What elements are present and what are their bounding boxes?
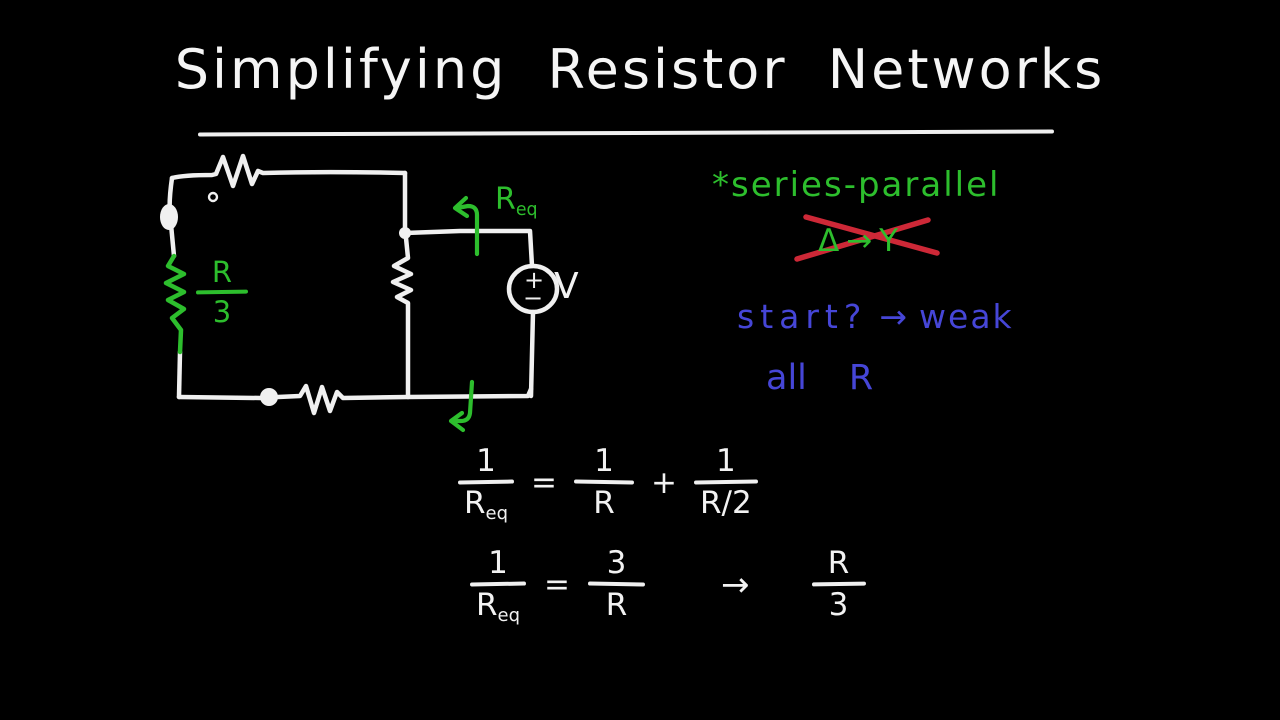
eq1-term1-fraction: 1 R <box>573 443 635 521</box>
eq1-lhs-den-main: R <box>464 485 486 521</box>
left-resistor-label-num: R <box>211 255 233 289</box>
wire-left-lower <box>176 349 183 400</box>
wire-top-with-resistor <box>169 153 408 189</box>
minus-symbol: − <box>523 284 543 312</box>
plus-symbol: + <box>524 266 544 294</box>
left-resistor-label: R 3 <box>195 255 249 329</box>
eq2-result-den: 3 <box>828 587 849 623</box>
resistor-left-green <box>163 253 187 355</box>
eq1-lhs-den: Req <box>458 484 514 523</box>
eq1-term1-den: R <box>593 485 615 521</box>
eq2-arrow-icon: → <box>721 564 750 605</box>
eq2-result-fraction: R 3 <box>811 545 866 623</box>
wire-bottom-with-resistor <box>176 383 534 416</box>
eq2-equals: = <box>544 566 570 603</box>
wire-right-top <box>402 228 535 269</box>
req-label-main: R <box>495 182 516 217</box>
wire-right-lower <box>528 309 536 399</box>
eq1-term1-bar <box>573 479 635 485</box>
eq2-lhs-den-sub: eq <box>497 605 521 627</box>
node-dot-bottom <box>260 388 278 406</box>
bottom-current-arrow-icon <box>448 379 475 433</box>
eq2-rhs-num: 3 <box>606 545 627 581</box>
eq1-plus: + <box>651 464 677 501</box>
page-title: Simplifying Resistor Networks <box>174 38 1106 101</box>
note-series-parallel: *series-parallel <box>712 165 1001 205</box>
left-resistor-label-den: 3 <box>212 295 232 329</box>
note-weak: weak <box>919 297 1014 336</box>
red-cross-icon <box>794 214 940 262</box>
equation-1: 1 Req = 1 R + 1 R/2 <box>457 443 758 523</box>
voltage-label: V <box>554 266 579 307</box>
note-delta-y: Δ→Y <box>818 223 906 259</box>
eq2-rhs-fraction: 3 R <box>587 545 646 623</box>
note-start: start? <box>737 297 868 336</box>
req-label-sub: eq <box>515 200 538 221</box>
eq1-term2-fraction: 1 R/2 <box>693 443 758 521</box>
eq1-term2-num: 1 <box>715 443 736 479</box>
eq2-lhs-den-main: R <box>476 587 498 623</box>
node-dot-left <box>160 204 178 230</box>
equation-2: 1 Req = 3 R → R 3 <box>469 545 866 625</box>
eq2-rhs-bar <box>587 581 646 587</box>
eq2-lhs-num: 1 <box>488 545 508 581</box>
node-dot-junction <box>399 227 411 239</box>
eq1-term2-den: R/2 <box>699 485 752 521</box>
voltage-source <box>506 263 560 315</box>
eq2-rhs-den: R <box>605 587 628 623</box>
left-resistor-label-bar <box>195 289 249 295</box>
req-arrow-icon <box>452 195 480 257</box>
eq1-lhs-fraction: 1 Req <box>457 443 515 523</box>
note-arrow-icon: → <box>879 297 908 336</box>
note-all: all <box>766 358 807 398</box>
small-circle-marker <box>207 191 219 203</box>
req-label: Req <box>495 182 538 221</box>
eq2-result-num: R <box>827 545 850 581</box>
wire-middle-with-resistor <box>390 170 414 400</box>
eq1-term1-num: 1 <box>594 443 614 479</box>
note-all-r: R <box>848 358 874 398</box>
eq1-equals: = <box>531 464 557 501</box>
eq2-lhs-den: Req <box>470 586 526 625</box>
eq2-lhs-fraction: 1 Req <box>469 545 527 625</box>
eq1-lhs-den-sub: eq <box>485 503 509 525</box>
eq2-result-bar <box>811 581 866 587</box>
eq1-lhs-num: 1 <box>476 443 496 479</box>
